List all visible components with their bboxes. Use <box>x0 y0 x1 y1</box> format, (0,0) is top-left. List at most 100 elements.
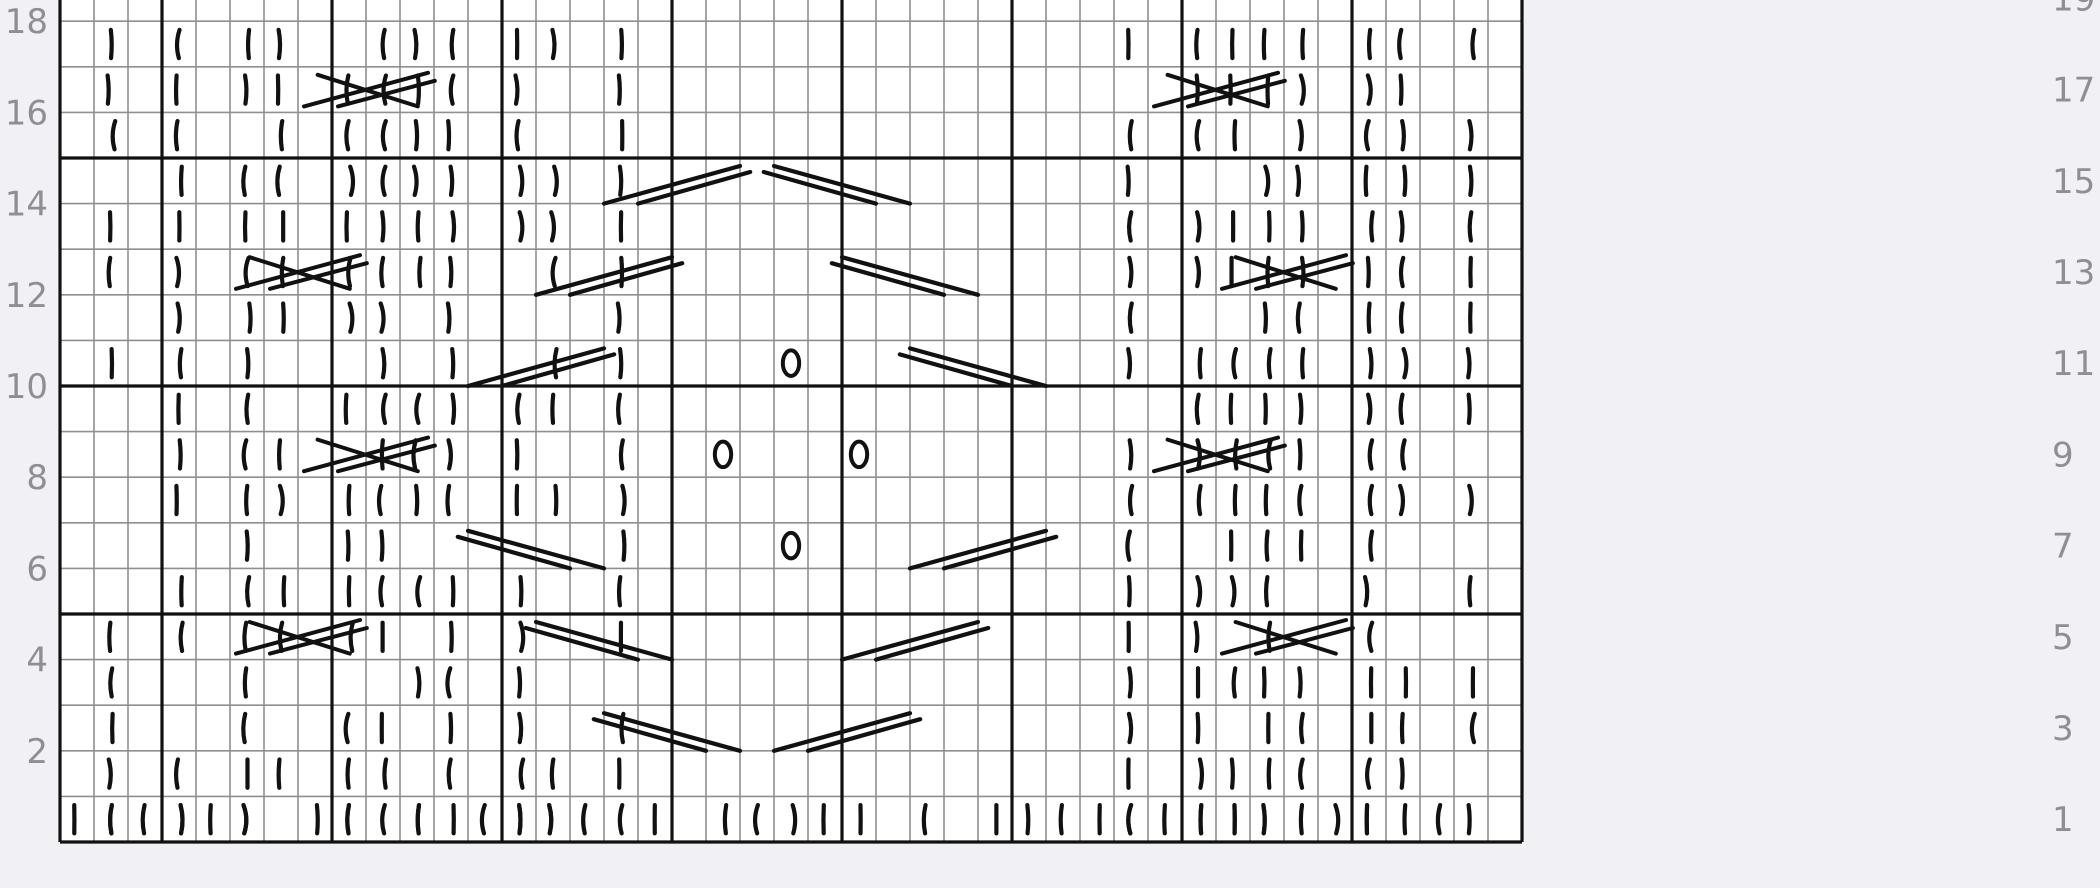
purl-stitch <box>247 531 248 559</box>
purl-stitch <box>452 212 454 240</box>
purl-stitch <box>1234 121 1235 149</box>
row-label-right: 17 <box>2052 71 2095 111</box>
purl-stitch <box>1267 531 1268 559</box>
purl-stitch <box>383 30 385 58</box>
purl-stitch <box>451 623 452 651</box>
purl-stitch <box>1129 577 1130 605</box>
row-label-left: 18 <box>5 2 48 42</box>
purl-stitch <box>176 759 178 787</box>
purl-stitch <box>1200 349 1201 377</box>
purl-stitch <box>349 577 350 605</box>
purl-stitch <box>416 486 417 514</box>
purl-stitch <box>210 805 211 833</box>
purl-stitch <box>1298 303 1300 331</box>
row-label-right: 15 <box>2052 162 2095 202</box>
purl-stitch <box>1130 440 1132 468</box>
purl-stitch <box>620 805 622 833</box>
purl-stitch <box>452 349 453 377</box>
purl-stitch <box>1269 349 1271 377</box>
row-label-right: 1 <box>2052 800 2074 840</box>
purl-stitch <box>1299 486 1301 514</box>
purl-stitch <box>619 75 620 103</box>
purl-stitch <box>279 30 280 58</box>
purl-stitch <box>1401 75 1402 103</box>
purl-stitch <box>1266 486 1267 514</box>
purl-stitch <box>418 75 419 103</box>
purl-stitch <box>1130 121 1132 149</box>
purl-stitch <box>245 668 246 696</box>
purl-stitch <box>451 167 453 195</box>
purl-stitch <box>519 668 520 696</box>
purl-stitch <box>453 395 455 423</box>
purl-stitch <box>317 805 318 833</box>
purl-stitch <box>247 349 248 377</box>
purl-stitch <box>621 440 623 468</box>
purl-stitch <box>1269 759 1270 787</box>
purl-stitch <box>1438 805 1440 833</box>
purl-stitch <box>383 349 385 377</box>
purl-stitch <box>1470 167 1471 195</box>
purl-stitch <box>279 440 280 468</box>
purl-stitch <box>1399 30 1401 58</box>
purl-stitch <box>521 577 522 605</box>
purl-stitch <box>181 167 182 195</box>
purl-stitch <box>346 395 347 423</box>
row-label-left: 12 <box>5 276 48 316</box>
purl-stitch <box>1164 805 1165 833</box>
purl-stitch <box>178 303 180 331</box>
purl-stitch <box>1129 212 1131 240</box>
purl-stitch <box>1265 395 1266 423</box>
row-label-left: 4 <box>26 641 48 681</box>
purl-stitch <box>549 805 551 833</box>
purl-stitch <box>246 395 248 423</box>
purl-stitch <box>623 531 624 559</box>
purl-stitch <box>1401 395 1403 423</box>
purl-stitch <box>418 805 419 833</box>
purl-stitch <box>1402 714 1403 742</box>
purl-stitch <box>1368 395 1370 423</box>
purl-stitch <box>620 349 621 377</box>
row-label-right: 9 <box>2052 435 2074 475</box>
purl-stitch <box>1401 759 1402 787</box>
purl-stitch <box>277 167 279 195</box>
purl-stitch <box>1235 486 1236 514</box>
purl-stitch <box>349 486 350 514</box>
purl-stitch <box>416 121 417 149</box>
purl-stitch <box>181 805 183 833</box>
purl-stitch <box>1197 212 1199 240</box>
purl-stitch <box>1199 486 1201 514</box>
purl-stitch <box>1263 805 1264 833</box>
purl-stitch <box>1201 805 1202 833</box>
purl-stitch <box>176 75 177 103</box>
purl-stitch <box>181 623 183 651</box>
purl-stitch <box>521 759 523 787</box>
purl-stitch <box>519 805 520 833</box>
purl-stitch <box>284 577 285 605</box>
purl-stitch <box>380 577 382 605</box>
purl-stitch <box>379 486 381 514</box>
purl-stitch <box>1268 75 1269 103</box>
purl-stitch <box>1197 258 1199 286</box>
purl-stitch <box>1401 212 1403 240</box>
purl-stitch <box>1468 349 1470 377</box>
purl-stitch <box>381 531 382 559</box>
purl-stitch <box>452 30 454 58</box>
purl-stitch <box>282 258 283 286</box>
purl-stitch <box>449 440 451 468</box>
purl-stitch <box>279 759 280 787</box>
row-label-right: 13 <box>2052 253 2095 293</box>
purl-stitch <box>346 121 348 149</box>
purl-stitch <box>1130 303 1132 331</box>
purl-stitch <box>108 75 109 103</box>
purl-stitch <box>348 531 349 559</box>
purl-stitch <box>1302 212 1303 240</box>
purl-stitch <box>520 167 522 195</box>
purl-stitch <box>1370 486 1372 514</box>
purl-stitch <box>180 349 182 377</box>
purl-stitch <box>1061 805 1062 833</box>
purl-stitch <box>1197 395 1199 423</box>
purl-stitch <box>1368 258 1369 286</box>
purl-stitch <box>618 395 620 423</box>
purl-stitch <box>110 805 112 833</box>
